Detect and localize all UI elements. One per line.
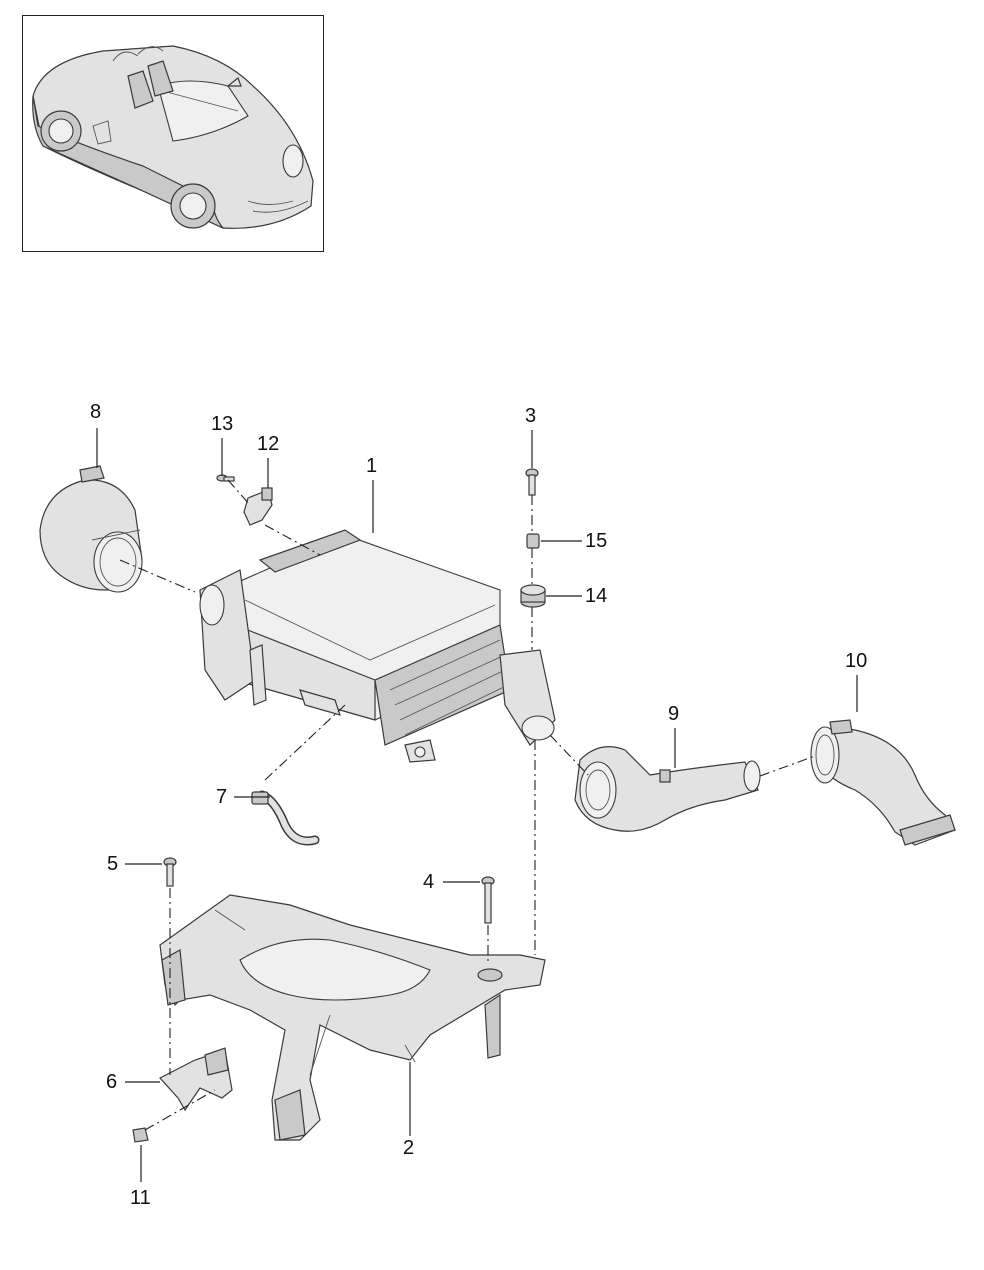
part-9-charge-air-pipe <box>574 746 761 832</box>
callout-8: 8 <box>90 401 102 423</box>
callout-9: 9 <box>668 703 680 725</box>
part-11-clip <box>132 1127 149 1143</box>
callout-7: 7 <box>216 786 228 808</box>
callout-13: 13 <box>211 413 234 435</box>
part-4-bolt <box>481 876 495 924</box>
part-6-bracket <box>159 1047 233 1112</box>
callout-2: 2 <box>403 1137 415 1159</box>
vehicle-thumbnail-frame <box>22 15 324 252</box>
assembly-lines <box>119 479 816 1131</box>
part-5-bolt <box>163 857 177 887</box>
callout-15: 15 <box>585 530 608 552</box>
callout-10: 10 <box>845 650 868 672</box>
part-1-intercooler <box>199 529 556 763</box>
callout-3: 3 <box>525 405 537 427</box>
callout-14: 14 <box>585 585 608 607</box>
convertible-car-illustration <box>32 45 314 229</box>
part-7-vent-hose <box>251 790 320 846</box>
part-13-screw <box>216 474 235 482</box>
part-10-outlet-elbow <box>810 719 956 846</box>
part-8-inlet-elbow <box>39 465 143 593</box>
part-12-sensor <box>243 487 273 526</box>
part-3-bolt <box>525 468 539 496</box>
callout-11: 11 <box>130 1187 151 1209</box>
part-14-rubber-mount <box>520 584 546 608</box>
leader-lines <box>96 428 858 1182</box>
part-15-bushing <box>526 533 540 549</box>
callout-4: 4 <box>423 871 435 893</box>
callout-12: 12 <box>257 433 280 455</box>
callout-1: 1 <box>366 455 378 477</box>
callout-6: 6 <box>106 1071 118 1093</box>
part-2-carrier-frame <box>159 894 546 1141</box>
callout-5: 5 <box>107 853 119 875</box>
